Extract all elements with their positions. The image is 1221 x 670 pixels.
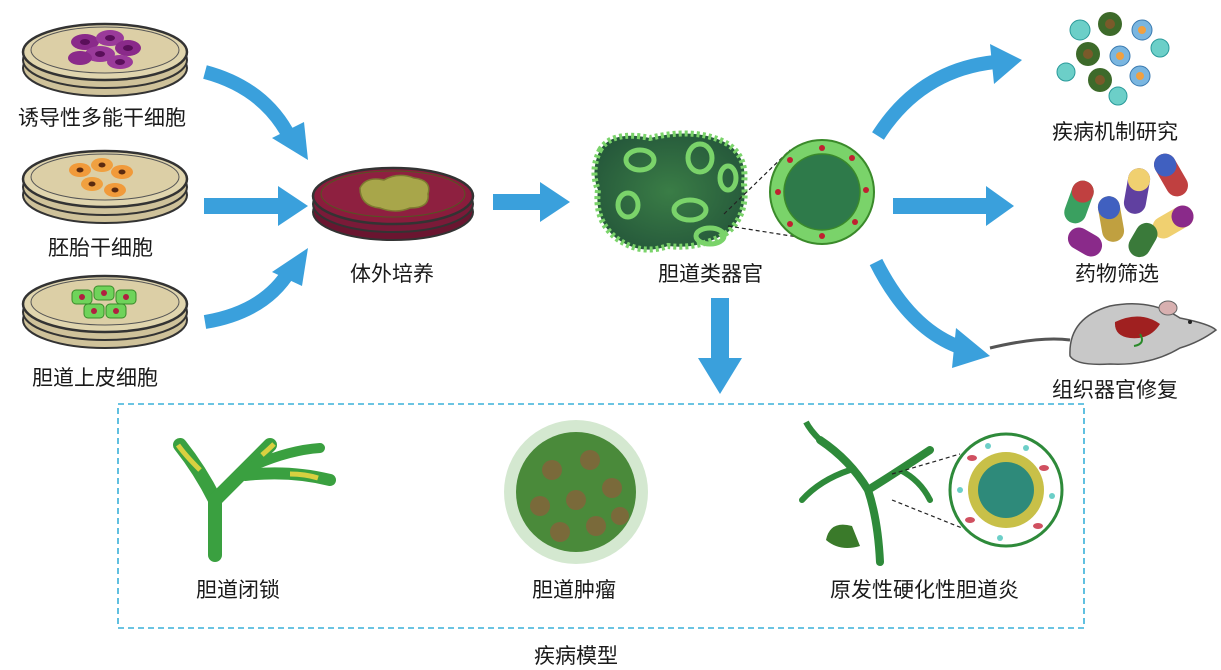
mouse-icon: [989, 300, 1218, 366]
disease-cells-icon: [1056, 12, 1170, 106]
arrow-ipsc-to-culture: [203, 65, 308, 160]
arrow-epithelial-to-culture: [203, 248, 308, 329]
label-organoid: 胆道类器官: [658, 262, 763, 286]
label-ipsc: 诱导性多能干细胞: [18, 106, 186, 130]
biliary-atresia-icon: [173, 438, 336, 562]
arrow-to-disease-models: [698, 298, 742, 394]
drug-capsules-icon: [1064, 153, 1194, 258]
arrow-to-screening: [893, 186, 1014, 226]
label-esc: 胚胎干细胞: [48, 236, 153, 260]
organoid-cluster-icon: [591, 130, 748, 253]
biliary-tumor-icon: [504, 420, 648, 564]
label-repair: 组织器官修复: [1052, 378, 1178, 402]
label-epithelial: 胆道上皮细胞: [32, 366, 158, 390]
label-culture: 体外培养: [350, 262, 434, 286]
culture-dish: [311, 166, 475, 241]
epithelial-cells-icon: [71, 285, 137, 319]
dish-ipsc: [21, 22, 189, 97]
ipsc-cells-icon: [68, 30, 141, 69]
label-mechanism: 疾病机制研究: [1052, 120, 1178, 144]
culture-tissue-icon: [359, 174, 430, 212]
psc-cross-section-icon: [948, 432, 1064, 548]
label-atresia: 胆道闭锁: [196, 578, 280, 602]
psc-ducts-icon: [799, 420, 934, 566]
esc-cells-icon: [69, 158, 133, 197]
arrow-culture-to-organoid: [493, 182, 570, 222]
label-psc: 原发性硬化性胆道炎: [830, 578, 1019, 602]
arrow-to-repair: [869, 258, 990, 368]
label-tumor: 胆道肿瘤: [532, 578, 616, 602]
label-disease-models: 疾病模型: [534, 644, 618, 668]
disease-models-box: [117, 403, 1085, 629]
organoid-cross-section-icon: [769, 139, 875, 245]
arrow-to-mechanism: [872, 44, 1022, 140]
label-screening: 药物筛选: [1075, 262, 1159, 286]
arrow-esc-to-culture: [204, 186, 308, 226]
dish-esc: [21, 149, 189, 224]
dish-epithelial: [21, 274, 189, 349]
